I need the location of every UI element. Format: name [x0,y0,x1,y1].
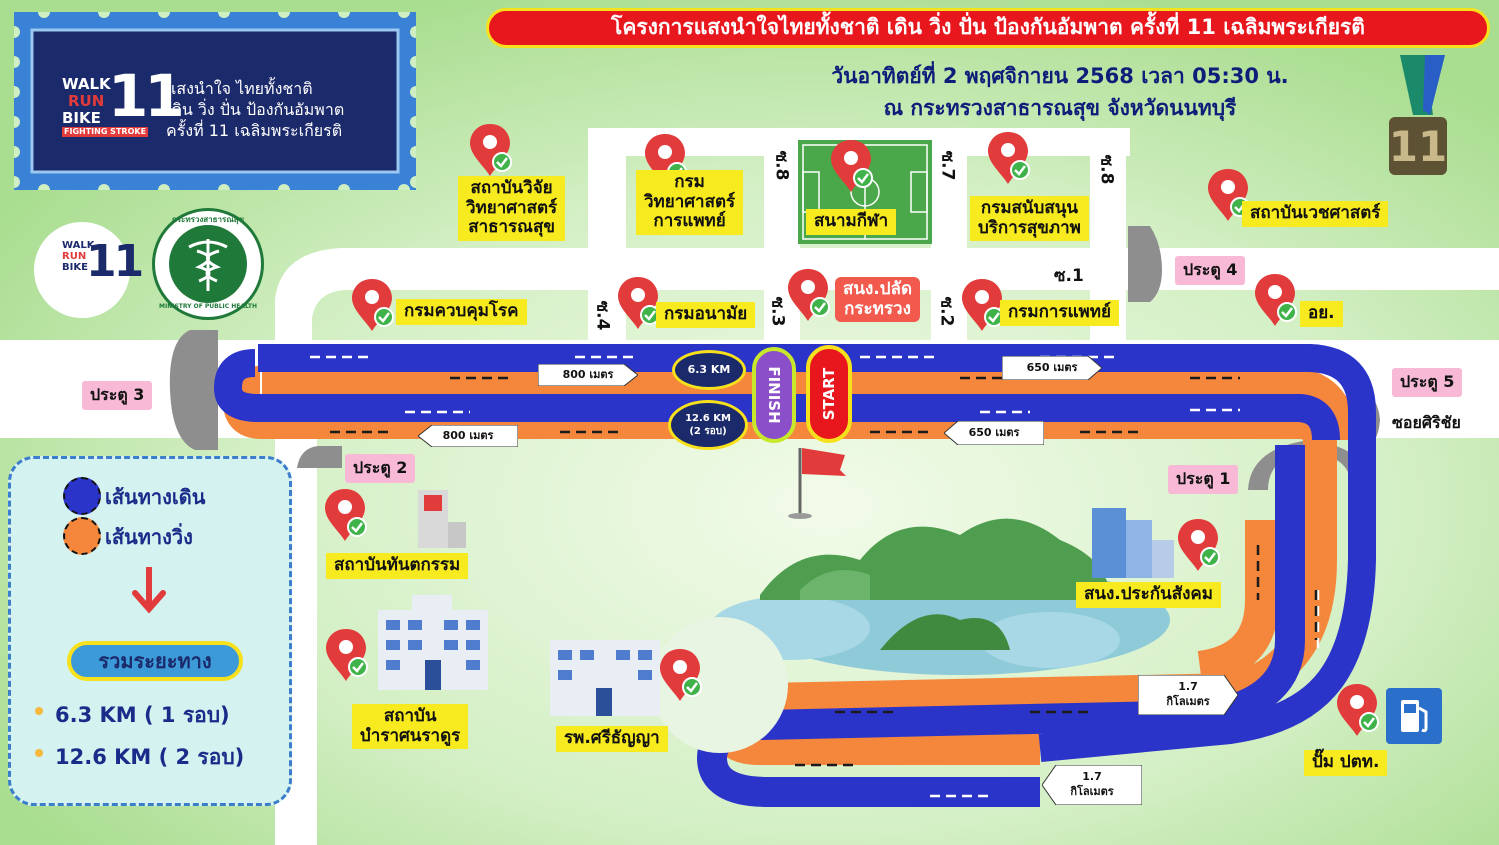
place-label-ops: สนง.ปลัดกระทรวง [835,277,921,323]
total-distance-1-lap: 6.3 KM ( 1 รอบ) [55,703,230,727]
soi-sirichai: ซอยศิริชัย [1392,413,1461,432]
arrow-down-icon [132,567,166,614]
flag [802,448,846,476]
soi-7: ซ.7 [937,150,958,181]
place-label-hss: กรมสนับสนุนบริการสุขภาพ [970,196,1089,242]
gate-5: ประตู 5 [1392,368,1463,397]
total-distance-title: รวมระยะทาง [67,641,243,681]
building-sso [1092,508,1174,578]
small-logo-bike: BIKE [62,262,88,273]
svg-text:11: 11 [1389,122,1447,171]
logo-line2: เดิน วิ่ง ปั่น ป้องกันอัมพาต [166,100,345,119]
place-label-ddc: กรมควบคุมโรค [396,299,527,325]
seal-thai-text: กระทรวงสาธารณสุข [171,215,245,224]
finish-marker: FINISH [752,347,796,443]
soi-1: ซ.1 [1054,266,1084,286]
walk-route-path [214,349,1340,441]
small-event-logo: WALK RUN BIKE 11 [34,222,144,318]
soi-2: ซ.2 [936,296,957,327]
lap-2-badge: 12.6 KM(2 รอบ) [668,400,748,450]
place-label-doh: กรมอนามัย [656,302,756,328]
logo-run: RUN [68,92,105,110]
start-text: START [820,367,838,421]
lap-1-badge: 6.3 KM [672,350,746,390]
legend-panel: เส้นทางเดิน เส้นทางวิ่ง รวมระยะทาง 6.3 K… [8,456,292,806]
distance-800m-top-text: 800 เมตร [562,368,614,381]
gate-1: ประตู 1 [1168,465,1239,494]
logo-number: 11 [108,62,185,130]
place-label-nihr: สถาบันวิจัยวิทยาศาสตร์สาธารณสุข [458,176,566,241]
distance-650m-bottom: 650 เมตร [944,421,1044,445]
logo-line3: ครั้งที่ 11 เฉลิมพระเกียรติ [166,121,343,140]
building-dental [418,490,466,548]
distance-650m-top-text: 650 เมตร [1026,361,1078,374]
place-label-dmsc: กรมวิทยาศาสตร์การแพทย์ [636,170,744,235]
bullet-icon [35,707,43,715]
distance-800m-bottom-text: 800 เมตร [442,429,494,442]
event-logo-stamp [14,12,416,190]
event-title-banner: โครงการแสงนำใจไทยทั้งชาติ เดิน วิ่ง ปั่น… [486,8,1490,48]
bullet-icon [35,749,43,757]
place-label-dms: กรมการแพทย์ [1000,300,1119,326]
fuel-pump-icon [1386,688,1442,744]
place-label-hospital: รพ.ศรีธัญญา [556,726,668,752]
soi-4: ซ.4 [592,300,613,331]
finish-text: FINISH [765,366,783,424]
place-label-stadium: สนามกีฬา [806,209,897,235]
walk-legend-label: เส้นทางเดิน [105,485,206,509]
seal-english-text: MINISTRY OF PUBLIC HEALTH [159,303,257,310]
distance-650m-bottom-text: 650 เมตร [968,426,1020,439]
medal-icon: 11 [1389,55,1447,175]
logo-tagline: FIGHTING STROKE [62,127,149,137]
run-legend-label: เส้นทางวิ่ง [105,525,193,549]
caduceus-icon [169,225,247,303]
total-distance-2-laps: 12.6 KM ( 2 รอบ) [55,745,245,769]
place-label-dental: สถาบันทันตกรรม [326,553,469,579]
logo-wordmark: WALK RUN BIKE FIGHTING STROKE [62,75,149,137]
run-legend-swatch [63,517,101,555]
ministry-seal: กระทรวงสาธารณสุข MINISTRY OF PUBLIC HEAL… [152,208,264,320]
start-marker: START [806,345,852,443]
logo-slogan: แสงนำใจ ไทยทั้งชาติ เดิน วิ่ง ปั่น ป้องก… [166,78,344,141]
logo-line1: แสงนำใจ ไทยทั้งชาติ [166,79,313,98]
park-lake [710,518,1170,675]
place-label-forensic: สถาบันเวชศาสตร์ [1242,201,1389,227]
place-label-ptt: ปั๊ม ปตท. [1304,750,1388,776]
walk-legend-swatch [63,477,101,515]
gate-2: ประตู 2 [345,454,416,483]
small-logo-walk: WALK [62,240,95,251]
event-venue: ณ กระทรวงสาธารณสุข จังหวัดนนทบุรี [883,96,1237,120]
logo-walk: WALK [62,75,111,93]
distance-800m-top: 800 เมตร [538,364,638,386]
gate-4: ประตู 4 [1175,256,1246,285]
place-label-fda: อย. [1300,301,1343,327]
place-label-sso: สนง.ประกันสังคม [1076,582,1221,608]
soi-8-left: ซ.8 [771,150,792,181]
gate-3: ประตู 3 [82,381,153,410]
distance-650m-top: 650 เมตร [1002,356,1102,380]
event-date-time: วันอาทิตย์ที่ 2 พฤศจิกายน 2568 เวลา 05:3… [831,64,1289,88]
distance-800m-bottom: 800 เมตร [418,425,518,447]
small-logo-number: 11 [86,236,144,287]
place-label-rehab: สถาบันบำราศนราดูร [352,704,469,750]
building-rehab [378,595,488,690]
soi-3: ซ.3 [767,296,788,327]
logo-bike: BIKE [62,109,101,127]
small-logo-run: RUN [62,251,87,262]
soi-8-right: ซ.8 [1096,154,1117,185]
